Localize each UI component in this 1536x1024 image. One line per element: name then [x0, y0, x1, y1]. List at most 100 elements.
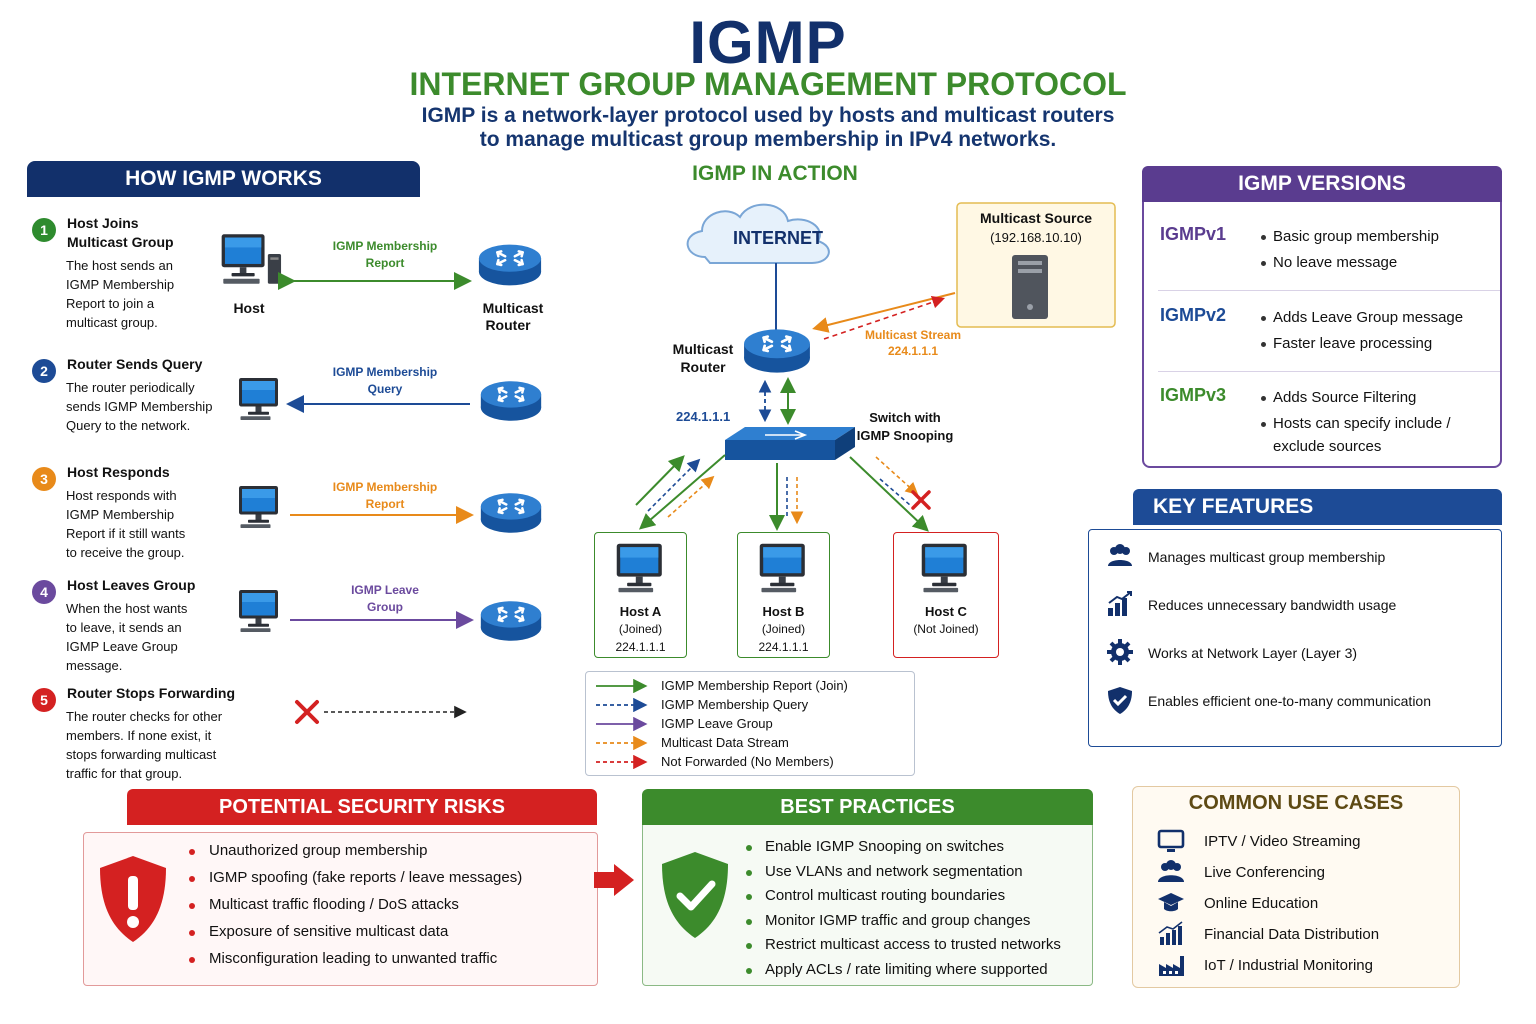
step-3-text-line: Host responds with — [66, 488, 177, 503]
legend-label: IGMP Leave Group — [661, 716, 773, 731]
multicast-source-label: Multicast Source (192.168.10.10) — [958, 209, 1114, 247]
bullet-dot — [1261, 422, 1266, 427]
bullet-dot — [1261, 342, 1266, 347]
server-icon — [1012, 255, 1048, 319]
check-shield-icon — [662, 852, 728, 938]
internet-cloud-icon — [686, 203, 830, 264]
risks-panel — [83, 832, 598, 986]
multicast-router-icon — [479, 379, 543, 423]
step-2-text-line: The router periodically — [66, 380, 195, 395]
best-practices-header: BEST PRACTICES — [642, 789, 1093, 825]
stream-label-1: Multicast Stream — [864, 328, 962, 342]
step-5-text-line: traffic for that group. — [66, 766, 183, 781]
description-line-1: IGMP is a network-layer protocol used by… — [421, 104, 1115, 127]
step-3-text-line: Report if it still wants — [66, 526, 186, 541]
host-status: (Not Joined) — [913, 622, 979, 636]
multicast-router-icon — [477, 243, 543, 287]
step-3-text-line: to receive the group. — [66, 545, 185, 560]
bar-chart-icon — [1108, 591, 1132, 616]
use-cases-header: COMMON USE CASES — [1188, 792, 1404, 814]
host-status: (Joined) — [618, 622, 663, 636]
risk-item: Misconfiguration leading to unwanted tra… — [209, 950, 498, 967]
step-2-title: Router Sends Query — [67, 356, 203, 372]
warning-shield-icon — [100, 856, 166, 942]
step-1-arrow-label-2: Report — [365, 256, 405, 270]
action-diagram — [635, 202, 1116, 532]
feature-label: Manages multicast group membership — [1148, 549, 1386, 565]
bullet-dot — [189, 930, 195, 936]
step-2-arrow-label-1: IGMP Membership — [332, 365, 438, 379]
host-a-report-arrow — [635, 455, 685, 506]
version-divider — [1158, 371, 1500, 372]
features-header: KEY FEATURES — [1133, 489, 1502, 525]
legend-label: Not Forwarded (No Members) — [661, 754, 834, 769]
feature-label: Enables efficient one-to-many communicat… — [1148, 693, 1432, 709]
step-1-title-line-2: Multicast Group — [67, 234, 174, 250]
host-computer-icon — [221, 234, 282, 284]
step-4-badge: 4 — [32, 580, 56, 604]
bullet-dot — [746, 918, 752, 925]
version-point: Adds Leave Group message — [1273, 309, 1464, 326]
bullet-dot — [1261, 316, 1266, 321]
risk-item: Multicast traffic flooding / DoS attacks — [209, 896, 459, 913]
bullet-dot — [189, 957, 195, 963]
best-practice-item: Use VLANs and network segmentation — [765, 862, 1023, 880]
stream-return-arrow — [823, 296, 946, 340]
risk-item: IGMP spoofing (fake reports / leave mess… — [209, 869, 523, 886]
best-practice-item: Monitor IGMP traffic and group changes — [765, 911, 1031, 929]
page-title: IGMP — [689, 9, 847, 76]
use-case-label: IoT / Industrial Monitoring — [1204, 957, 1373, 974]
action-router-label: Multicast Router — [660, 340, 746, 376]
stream-label-2: 224.1.1.1 — [887, 344, 939, 358]
how-steps-diagram — [221, 234, 543, 724]
action-router-label-1: Multicast — [672, 341, 734, 357]
step-2-arrow-label-2: Query — [367, 382, 403, 396]
features-panel — [1088, 529, 1502, 747]
best-practice-item: Restrict multicast access to trusted net… — [765, 936, 1061, 954]
bullet-dot — [1261, 235, 1266, 240]
host-computer-icon — [239, 486, 278, 528]
legend-label: Multicast Data Stream — [661, 735, 789, 750]
bullet-dot — [189, 903, 195, 909]
step-2-text-line: Query to the network. — [66, 418, 191, 433]
action-router-label-2: Router — [680, 359, 726, 375]
use-cases-panel — [1132, 786, 1460, 988]
use-case-label: Online Education — [1204, 895, 1319, 912]
bullet-dot — [746, 943, 752, 950]
bullet-dot — [746, 845, 752, 851]
feature-label: Works at Network Layer (Layer 3) — [1148, 645, 1358, 661]
risk-item: Exposure of sensitive multicast data — [209, 923, 449, 940]
internet-label: INTERNET — [733, 228, 823, 248]
switch-label-2: IGMP Snooping — [856, 428, 954, 443]
step-3-text-line: IGMP Membership — [66, 507, 175, 522]
bullet-dot — [746, 894, 752, 901]
page-subtitle: INTERNET GROUP MANAGEMENT PROTOCOL — [409, 66, 1127, 102]
step-5-text-line: members. If none exist, it — [66, 728, 212, 743]
host-a-query-arrow — [647, 458, 701, 512]
multicast-stream-label: Multicast Stream 224.1.1.1 — [856, 327, 970, 359]
host-box-3: Host C(Not Joined) — [893, 532, 999, 658]
versions-header: IGMP VERSIONS — [1142, 166, 1502, 202]
step-2-text-line: sends IGMP Membership — [66, 399, 213, 414]
step-4-text-line: When the host wants — [66, 601, 188, 616]
host-computer-icon — [239, 378, 278, 420]
step-5-text-line: stops forwarding multicast — [66, 747, 217, 762]
multicast-router-icon — [479, 491, 543, 535]
bullet-dot — [746, 869, 752, 876]
switch-icon — [725, 427, 855, 460]
version-point: Adds Source Filtering — [1273, 389, 1417, 406]
version-point: Basic group membership — [1273, 228, 1439, 245]
step-2-badge: 2 — [32, 359, 56, 383]
host-a-stream-arrow — [667, 475, 715, 518]
step-3-arrow-label-2: Report — [365, 497, 405, 511]
version-point: Hosts can specify include / — [1273, 415, 1451, 432]
source-title: Multicast Source — [979, 210, 1093, 226]
use-case-label: Financial Data Distribution — [1204, 926, 1380, 943]
host-status: (Joined) — [761, 622, 806, 636]
igmp-in-action-header: IGMP IN ACTION — [692, 162, 858, 185]
host-box-2: Host B(Joined)224.1.1.1 — [737, 532, 830, 658]
version-point: exclude sources — [1273, 438, 1382, 455]
step-3-title: Host Responds — [67, 464, 170, 480]
